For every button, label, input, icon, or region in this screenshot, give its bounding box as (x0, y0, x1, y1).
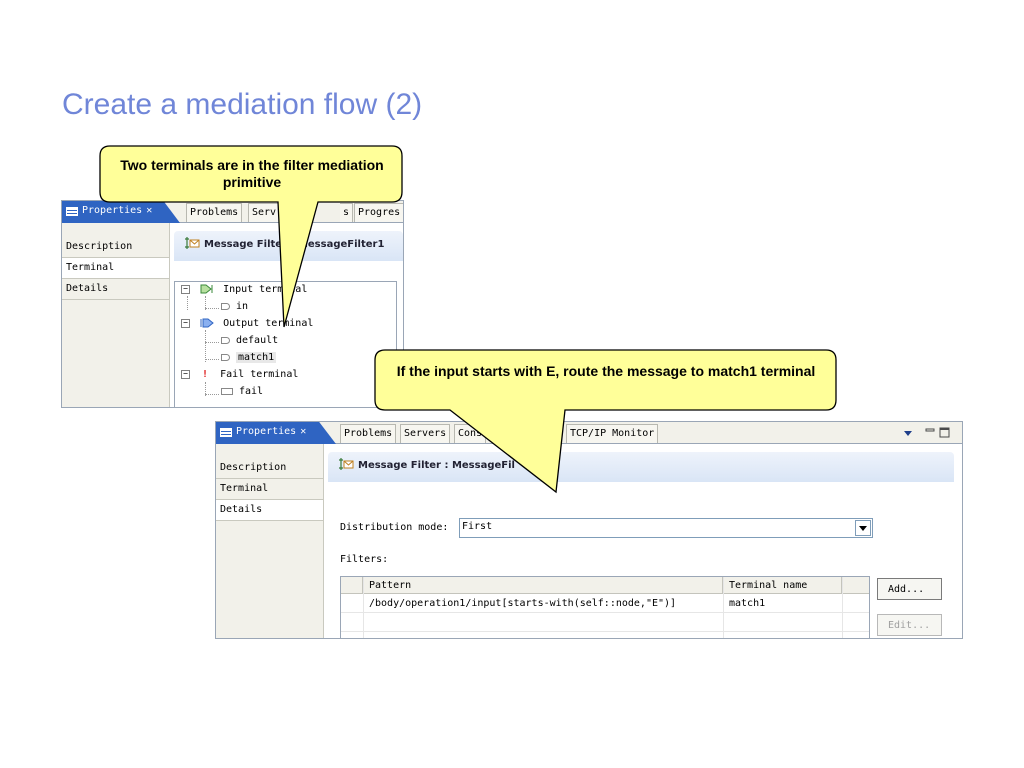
view-tabbar: Properties✕ Problems Serv s Progres (62, 201, 403, 223)
view-tabbar: Properties✕ Problems Servers Cons TCP/IP… (216, 422, 962, 444)
message-filter-icon (339, 458, 354, 470)
tree-node-output-terminal[interactable]: − Output terminal (181, 318, 313, 334)
distribution-mode-label: Distribution mode: (340, 522, 449, 533)
fail-icon (221, 387, 233, 395)
close-icon[interactable]: ✕ (146, 205, 153, 216)
tab-problems[interactable]: Problems (340, 424, 397, 443)
properties-icon (66, 207, 78, 216)
add-button[interactable]: Add... (877, 578, 942, 600)
column-divider (723, 577, 724, 638)
tree-label: Input terminal (223, 284, 308, 295)
terminal-icon (221, 336, 230, 344)
column-divider (363, 577, 364, 638)
collapse-icon[interactable]: − (181, 284, 190, 294)
slide-title: Create a mediation flow (2) (62, 88, 423, 121)
side-tab-terminal[interactable]: Terminal (216, 479, 323, 500)
header-cell-pattern[interactable]: Pattern (363, 577, 723, 594)
section-header-title: Message Filter : MessageFilter1 (204, 239, 385, 250)
properties-icon (220, 428, 232, 437)
tab-servers[interactable]: Serv (248, 203, 281, 222)
side-tab-description[interactable]: Description (216, 458, 323, 479)
filters-label: Filters: (340, 554, 389, 565)
callout-bottom-text: If the input starts with E, route the me… (396, 363, 816, 379)
column-divider (842, 577, 843, 638)
header-cell-terminal-name[interactable]: Terminal name (723, 577, 842, 594)
terminal-icon (221, 353, 230, 361)
tab-problems[interactable]: Problems (186, 203, 243, 222)
tree-label: default (236, 335, 279, 346)
close-icon[interactable]: ✕ (300, 426, 307, 437)
section-header-title: Message Filter : MessageFil (358, 460, 515, 471)
tree-connector (205, 382, 206, 396)
side-tabs: Description Terminal Details (216, 444, 324, 638)
tree-node-match1[interactable]: match1 (221, 352, 277, 368)
edit-button[interactable]: Edit... (877, 614, 942, 636)
fail-terminal-icon: ! (202, 369, 209, 380)
collapse-icon[interactable]: − (181, 318, 190, 328)
table-header: Pattern Terminal name (341, 577, 869, 594)
terminal-tree: − Input terminal in − Output terminal de… (174, 281, 397, 407)
tree-node-fail[interactable]: fail (221, 386, 263, 402)
output-terminal-icon (200, 318, 214, 328)
cell-pattern: /body/operation1/input[starts-with(self:… (369, 598, 677, 609)
tree-connector (205, 330, 206, 362)
tab-properties-label: Properties (236, 426, 297, 437)
terminal-icon (221, 302, 230, 310)
tree-label: Fail terminal (220, 369, 299, 380)
tree-node-input-terminal[interactable]: − Input terminal (181, 284, 307, 300)
view-toolbar (900, 425, 958, 441)
section-header: Message Filter : MessageFilter1 (174, 231, 403, 261)
tab-properties[interactable]: Properties✕ (216, 422, 336, 444)
tree-connector (205, 359, 219, 360)
minimize-icon (925, 428, 935, 432)
properties-view-terminal: Properties✕ Problems Serv s Progres Desc… (61, 200, 404, 408)
distribution-mode-select[interactable]: First (459, 518, 873, 538)
tree-label: match1 (236, 352, 277, 363)
side-tab-details[interactable]: Details (62, 279, 169, 300)
table-row[interactable] (341, 614, 869, 632)
side-tab-description[interactable]: Description (62, 237, 169, 258)
message-filter-icon (185, 237, 200, 249)
tree-connector (205, 342, 219, 343)
tree-node-in[interactable]: in (221, 301, 248, 317)
cell-terminal-name: match1 (729, 598, 766, 609)
tab-properties-label: Properties (82, 205, 143, 216)
table-row[interactable]: /body/operation1/input[starts-with(self:… (341, 595, 869, 613)
tree-connector (205, 308, 219, 309)
filters-table: Pattern Terminal name /body/operation1/i… (340, 576, 870, 638)
chevron-down-icon[interactable] (855, 520, 871, 536)
distribution-mode-value: First (462, 521, 493, 532)
tree-label: in (236, 301, 249, 312)
tree-node-fail-terminal[interactable]: − ! Fail terminal (181, 369, 298, 385)
tree-label: Output terminal (223, 318, 314, 329)
side-tab-terminal[interactable]: Terminal (62, 258, 169, 279)
tab-console[interactable]: Cons (454, 424, 487, 443)
side-tabs: Description Terminal Details (62, 223, 170, 407)
section-header: Message Filter : MessageFil (328, 452, 954, 482)
properties-view-details: Properties✕ Problems Servers Cons TCP/IP… (215, 421, 963, 639)
view-menu-icons (904, 427, 950, 438)
collapse-icon[interactable]: − (181, 369, 190, 379)
header-cell-blank (341, 577, 363, 594)
input-terminal-icon (200, 284, 213, 294)
tab-console[interactable]: s (340, 203, 354, 222)
tab-servers[interactable]: Servers (400, 424, 451, 443)
tab-tcpip-monitor[interactable]: TCP/IP Monitor (566, 424, 659, 443)
tree-connector (205, 394, 219, 395)
tree-label: fail (239, 386, 264, 397)
side-tab-details[interactable]: Details (216, 500, 323, 521)
tree-node-default[interactable]: default (221, 335, 278, 351)
callout-top-text: Two terminals are in the filter mediatio… (120, 157, 384, 190)
view-menu-icon (904, 431, 912, 436)
tab-properties[interactable]: Properties✕ (62, 201, 180, 223)
tab-progress[interactable]: Progres (354, 203, 403, 222)
